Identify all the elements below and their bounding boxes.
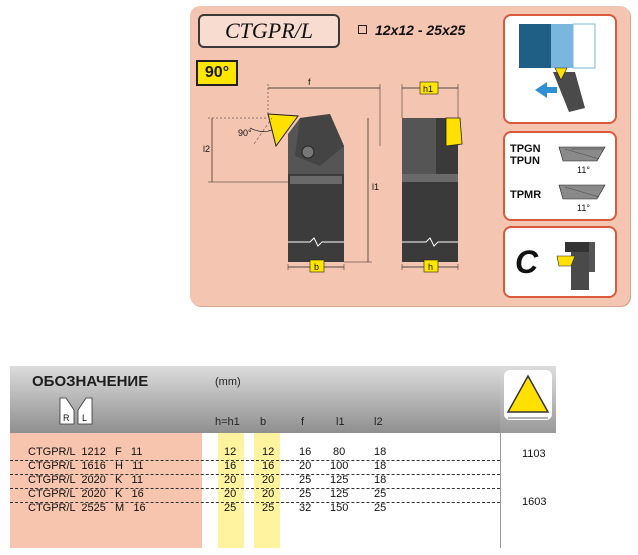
dim-h1-label: h1: [423, 84, 433, 94]
insert-code: 1103: [522, 448, 546, 460]
row-divider: [10, 460, 500, 461]
row-divider: [10, 474, 500, 475]
col-b: b: [260, 416, 267, 428]
left-label: L: [82, 413, 87, 423]
designation-label: ОБОЗНАЧЕНИЕ: [32, 373, 149, 390]
row-l2: 18: [374, 460, 387, 472]
row-name: CTGPR/L 2020 K 16: [28, 488, 144, 500]
row-name: CTGPR/L 2020 K 11: [28, 474, 143, 486]
feed-arrow-icon: [535, 82, 557, 98]
insert-angle-bottom: 11°: [577, 203, 590, 213]
row-l2: 25: [374, 502, 387, 514]
feed-direction-panel: [503, 14, 617, 124]
feed-direction-diagram: [519, 23, 596, 112]
clamp-letter: C: [515, 244, 539, 280]
dim-f-label: f: [308, 77, 311, 87]
square-icon: [358, 25, 367, 34]
col-f: f: [301, 416, 305, 428]
col-h: h=h1: [215, 416, 240, 428]
dim-h-label: h: [428, 262, 433, 272]
row-b: 25: [262, 502, 275, 514]
dim-l2-label: l2: [203, 144, 210, 154]
row-divider: [10, 488, 500, 489]
clamp-diagram: [556, 242, 595, 290]
size-range: 12x12 - 25x25: [358, 22, 465, 38]
clamp-type-panel: C: [503, 226, 617, 298]
row-b: 20: [262, 474, 275, 486]
table-row: CTGPR/L 2020 K 16 20 20 25 125 25: [10, 488, 500, 501]
triangle-insert-icon: [504, 370, 552, 420]
row-divider: [10, 502, 500, 503]
row-h: 25: [224, 502, 237, 514]
row-b: 20: [262, 488, 275, 500]
table-row: CTGPR/L 2020 K 11 20 20 25 125 18: [10, 474, 500, 487]
right-label: R: [63, 413, 70, 423]
dim-l1-label: l1: [372, 182, 379, 192]
row-l1: 125: [330, 474, 349, 486]
insert-code: 1603: [522, 496, 547, 508]
highlight-col-h: [218, 433, 244, 548]
insert-types-panel: TPGN TPUN TPMR 11° 11°: [503, 131, 617, 221]
row-f: 20: [299, 460, 312, 472]
drawing-card: CTGPR/L 12x12 - 25x25 90° f l2 l1 90°: [190, 6, 630, 306]
row-h: 12: [224, 446, 237, 458]
insert-angle-top: 11°: [577, 165, 590, 175]
row-b: 12: [262, 446, 275, 458]
right-left-icon: R L: [59, 397, 93, 425]
row-l1: 125: [330, 488, 349, 500]
col-l1: l1: [336, 416, 345, 428]
row-l1: 100: [330, 460, 349, 472]
row-f: 25: [299, 488, 312, 500]
row-name: CTGPR/L 1616 H 11: [28, 460, 144, 472]
table-body-values: [202, 433, 500, 548]
row-l2: 18: [374, 474, 387, 486]
row-b: 16: [262, 460, 275, 472]
insert-type-3: TPMR: [510, 189, 542, 201]
dim-b-label: b: [314, 262, 319, 272]
row-l2: 18: [374, 446, 387, 458]
table-body-names: [10, 433, 202, 548]
shank-front: [288, 174, 344, 262]
dim-angle-label: 90°: [238, 128, 252, 138]
unit-label: (mm): [215, 376, 241, 388]
row-f: 16: [299, 446, 312, 458]
row-name: CTGPR/L 2525 M 16: [28, 502, 146, 514]
product-title: CTGPR/L: [198, 14, 340, 48]
highlight-col-b: [254, 433, 280, 548]
size-range-text: 12x12 - 25x25: [375, 22, 466, 38]
col-l2: l2: [374, 416, 383, 428]
row-h: 20: [224, 474, 237, 486]
row-h: 20: [224, 488, 237, 500]
row-l1: 150: [330, 502, 349, 514]
row-l1: 80: [333, 446, 346, 458]
table-row: CTGPR/L 1212 F 11 12 12 16 80 18: [10, 446, 500, 459]
table-row: CTGPR/L 1616 H 11 16 16 20 100 18: [10, 460, 500, 473]
tool-drawing: f l2 l1 90° b h1 h: [203, 77, 463, 273]
row-f: 32: [299, 502, 312, 514]
insert-type-2: TPUN: [510, 155, 540, 167]
insert-profiles: 11° 11°: [558, 146, 606, 213]
table-header: ОБОЗНАЧЕНИЕ (mm) R L h=h1 b f l1 l2: [10, 366, 500, 433]
table-body-inserts: [500, 433, 556, 548]
row-h: 16: [224, 460, 237, 472]
table-row: CTGPR/L 2525 M 16 25 25 32 150 25: [10, 502, 500, 515]
insert-type-1: TPGN: [510, 143, 541, 155]
row-l2: 25: [374, 488, 387, 500]
insert-side: [445, 117, 463, 147]
row-name: CTGPR/L 1212 F 11: [28, 446, 143, 458]
insert-header: [500, 366, 556, 433]
angle-badge: 90°: [196, 60, 238, 86]
row-f: 25: [299, 474, 312, 486]
